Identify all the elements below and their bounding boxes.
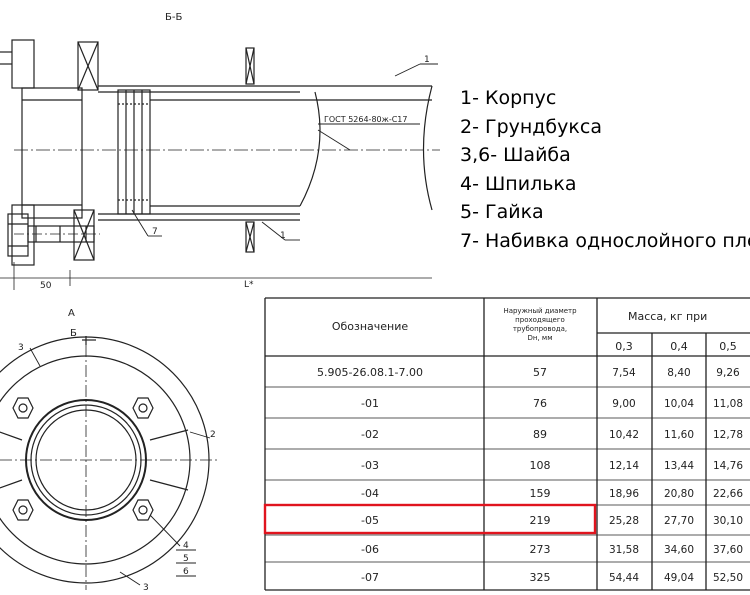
table-cell-m2: 10,04: [664, 398, 694, 410]
table-cell-m1: 10,42: [609, 429, 639, 441]
table-cell-m1: 9,00: [612, 398, 635, 410]
table-cell-diameter: 89: [533, 428, 547, 441]
dim-50: 50: [40, 281, 52, 291]
callout-3-top: 3: [18, 343, 24, 353]
callout-1-top: 1: [424, 55, 430, 65]
table-rows: 5.905-26.08.1-7.00 57 7,54 8,40 9,26 -01 76 9,0…: [317, 366, 743, 584]
table-cell-m2: 27,70: [664, 515, 694, 527]
table-cell-designation: 5.905-26.08.1-7.00: [317, 366, 423, 379]
section-view: Б-Б: [0, 12, 440, 291]
flange-plate-top: [77, 41, 99, 91]
table-cell-m3: 52,50: [713, 572, 743, 584]
table-cell-designation: -03: [361, 459, 379, 472]
header-mass-04: 0,4: [670, 340, 688, 353]
mass-table: Обозначение Наружный диаметр проходящего…: [263, 297, 750, 591]
callout-4: 4: [183, 541, 189, 551]
table-cell-m3: 12,78: [713, 429, 743, 441]
table-cell-designation: -05: [361, 514, 379, 527]
table-cell-m3: 9,26: [716, 367, 740, 379]
table-cell-designation: -07: [361, 571, 379, 584]
view-label: А: [68, 308, 75, 319]
table-cell-diameter: 108: [530, 459, 551, 472]
table-cell-m1: 7,54: [612, 367, 636, 379]
callout-6: 6: [183, 567, 189, 577]
gost-note: ГОСТ 5264-80ж-С17: [324, 115, 407, 124]
header-designation: Обозначение: [332, 320, 409, 333]
table-cell-designation: -01: [361, 397, 379, 410]
table-cell-diameter: 325: [530, 571, 551, 584]
dim-l: L*: [244, 280, 254, 290]
flange-top: [11, 39, 35, 89]
table-cell-m1: 31,58: [609, 544, 639, 556]
legend-item: 2- Грундбукса: [460, 115, 602, 138]
callout-7: 7: [152, 227, 158, 237]
highlight-box: [263, 503, 597, 535]
table-cell-m1: 12,14: [609, 460, 639, 472]
table-cell-m3: 14,76: [713, 460, 743, 472]
table-cell-m3: 30,10: [713, 515, 743, 527]
parts-legend: 1- Корпус 2- Грундбукса 3,6- Шайба 4- Шп…: [460, 84, 750, 255]
callout-1-bottom: 1: [280, 231, 286, 241]
nut: [7, 213, 29, 257]
table-cell-m2: 13,44: [664, 460, 694, 472]
header-diameter-4: Dн, мм: [528, 334, 553, 342]
header-mass-03: 0,3: [615, 340, 633, 353]
flange-view: А Б 3 2 4 5 6 3: [0, 308, 220, 593]
header-mass-05: 0,5: [719, 340, 737, 353]
legend-item: 3,6- Шайба: [460, 144, 571, 166]
callout-2: 2: [210, 430, 216, 440]
table-cell-m3: 11,08: [713, 398, 743, 410]
header-diameter-3: трубопровода,: [513, 325, 567, 333]
table-cell-m2: 11,60: [664, 429, 694, 441]
table-cell-m1: 54,44: [609, 572, 639, 584]
header-diameter-2: проходящего: [515, 316, 565, 324]
header-mass: Масса, кг при: [628, 310, 707, 323]
header-diameter-1: Наружный диаметр: [503, 307, 577, 315]
table-cell-m1: 18,96: [609, 488, 639, 500]
legend-item: 4- Шпилька: [460, 172, 577, 195]
table-cell-designation: -02: [361, 428, 379, 441]
table-cell-diameter: 76: [533, 397, 547, 410]
table-cell-m2: 49,04: [664, 572, 694, 584]
bolt-heads: [12, 397, 154, 521]
wall-plate-bottom: [245, 221, 255, 253]
callout-3-bottom: 3: [143, 583, 149, 593]
table-cell-diameter: 273: [530, 543, 551, 556]
table-cell-m2: 34,60: [664, 544, 694, 556]
table-cell-m3: 37,60: [713, 544, 743, 556]
table-cell-m2: 8,40: [667, 367, 690, 379]
table-cell-designation: -06: [361, 543, 379, 556]
inner-pipe: [21, 87, 83, 219]
arrow-label: Б: [70, 328, 77, 339]
callout-5: 5: [183, 554, 189, 564]
table-cell-diameter: 57: [533, 366, 547, 379]
legend-item: 1- Корпус: [460, 87, 557, 109]
table-cell-m2: 20,80: [664, 488, 694, 500]
section-label: Б-Б: [165, 12, 182, 23]
table-cell-m3: 22,66: [713, 488, 743, 500]
wall-plate-top: [245, 47, 255, 85]
table-cell-diameter: 219: [530, 514, 551, 527]
legend-item: 7- Набивка однослойного пле: [460, 229, 750, 252]
table-cell-m1: 25,28: [609, 515, 639, 527]
table-cell-designation: -04: [361, 487, 379, 500]
legend-item: 5- Гайка: [460, 201, 544, 223]
table-cell-diameter: 159: [530, 487, 551, 500]
